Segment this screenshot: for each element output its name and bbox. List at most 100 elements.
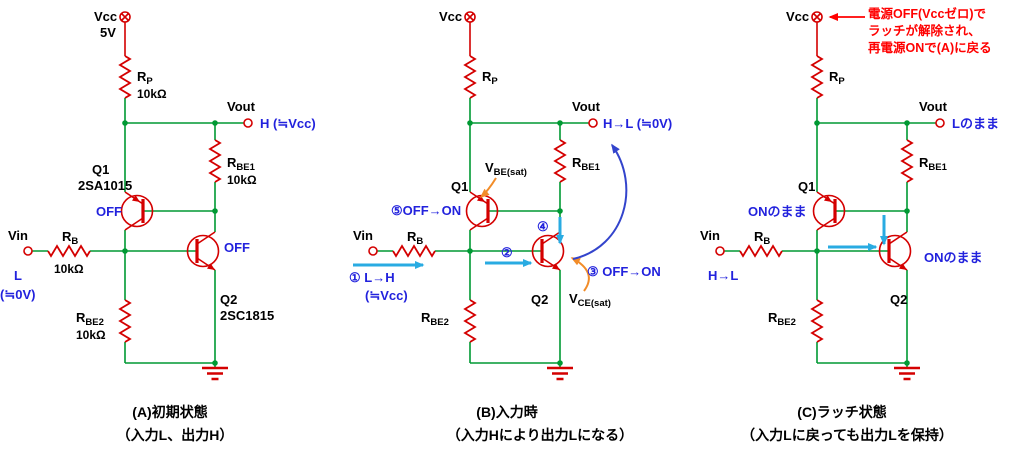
vcc-label: Vcc [94,9,117,24]
vin-state-label: H→L [708,268,738,283]
panel-b: Vcc RP Vout H→L (≒0V) VBE(sat) Q1 ⑤OFF→O… [349,9,672,443]
panel-c: Vcc 電源OFF(Vccゼロ)で ラッチが解除され、 再電源ONで(A)に戻る… [700,6,999,443]
q2-name-label: Q2 [220,292,237,307]
q2-name-label: Q2 [531,292,548,307]
rbe2-label: RBE2 [768,310,796,328]
q2-state-label: ③ OFF→ON [587,264,661,279]
vce-sat-label: VCE(sat) [569,291,611,309]
q1-name-label: Q1 [451,179,468,194]
rbe1-resistor [554,139,566,183]
wires [32,98,244,367]
vout-state-label: Lのまま [952,116,999,131]
q1-name-label: Q1 [798,179,815,194]
q2-state-label: OFF [224,240,250,255]
q1-state-label: ONのまま [748,204,807,219]
note-line2: ラッチが解除され、 [868,23,981,38]
rb-resistor [739,245,783,257]
vcc-label: Vcc [786,9,809,24]
vbe-sat-arrow [479,177,497,198]
vce-sat-arrow [570,257,590,292]
q1-part-label: 2SA1015 [78,178,132,193]
ground-symbol [894,366,920,381]
vout-state-label: H (≒Vcc) [260,116,316,131]
rp-resistor [811,55,823,99]
rbe1-label: RBE1 [227,155,256,173]
output-transition-arrow [572,143,628,260]
junction-dots [467,120,563,366]
vin-label: Vin [353,228,373,243]
q1-name-label: Q1 [92,162,109,177]
rbe1-label: RBE1 [572,155,601,173]
rbe1-value-label: 10kΩ [227,173,257,187]
rp-resistor [464,55,476,99]
rbe2-resistor [811,299,823,343]
q2-state-label: ONのまま [924,250,983,265]
rbe2-value-label: 10kΩ [76,328,106,342]
wires [724,98,936,367]
ground-symbol [547,366,573,381]
caption-line1: (B)入力時 [476,404,537,420]
caption-line1: (C)ラッチ状態 [797,404,886,420]
vin-terminal [715,246,725,256]
vcc-terminal [464,11,476,23]
vcc-terminal-cross-icon [812,12,822,22]
vcc-terminal-cross-icon [465,12,475,22]
vout-label: Vout [919,99,948,114]
vout-state-label: H→L (≒0V) [603,116,672,131]
junction-dots [814,120,910,366]
vout-terminal [935,118,945,128]
vin-state2-label: (≒0V) [0,287,35,302]
caption-line2: （入力Hにより出力Lになる） [447,427,633,443]
step4-label: ④ [537,219,549,234]
step2-label: ② [501,245,513,260]
caption-line2: （入力L、出力H） [117,427,234,443]
vcc-label: Vcc [439,9,462,24]
vout-label: Vout [572,99,601,114]
junction-dots [122,120,218,366]
vcc-terminal-cross-icon [120,12,130,22]
vin-label: Vin [8,228,28,243]
rbe1-label: RBE1 [919,155,948,173]
rp-label: RP [829,69,845,87]
q2-part-label: 2SC1815 [220,308,274,323]
rbe2-resistor [464,299,476,343]
vin-state2-label: (≒Vcc) [365,288,408,303]
rb-label: RB [754,229,770,247]
rb-resistor [392,245,436,257]
rp-resistor [119,55,131,99]
vout-terminal [243,118,253,128]
q2-name-label: Q2 [890,292,907,307]
vbe-sat-label: VBE(sat) [485,160,527,178]
vcc-terminal [119,11,131,23]
caption-line1: (A)初期状態 [132,404,207,420]
vin-terminal [368,246,378,256]
rp-label: RP [482,69,498,87]
vin-state-label: ① L→H [349,270,395,285]
q1-state-label: OFF [96,204,122,219]
vcc-terminal [811,11,823,23]
caption-line2: （入力Lに戻っても出力Lを保持） [741,427,953,443]
rbe2-label: RBE2 [76,310,104,328]
rp-value-label: 10kΩ [137,87,167,101]
panel-a: Vcc 5V RP 10kΩ Vout H (≒Vcc) RBE1 10kΩ Q… [0,9,316,443]
vin-terminal [23,246,33,256]
rb-label: RB [62,229,78,247]
rbe1-resistor [209,139,221,183]
vout-label: Vout [227,99,256,114]
ground-symbol [202,366,228,381]
rbe1-resistor [901,139,913,183]
note-line3: 再電源ONで(A)に戻る [868,40,992,55]
note-line1: 電源OFF(Vccゼロ)で [868,6,986,21]
q1-state-label: ⑤OFF→ON [391,203,461,218]
vcc-value-label: 5V [100,25,116,40]
rbe2-resistor [119,299,131,343]
rb-label: RB [407,229,423,247]
rb-value-label: 10kΩ [54,262,84,276]
vin-label: Vin [700,228,720,243]
rbe2-label: RBE2 [421,310,449,328]
rp-label: RP [137,69,153,87]
rb-resistor [47,245,91,257]
vout-terminal [588,118,598,128]
